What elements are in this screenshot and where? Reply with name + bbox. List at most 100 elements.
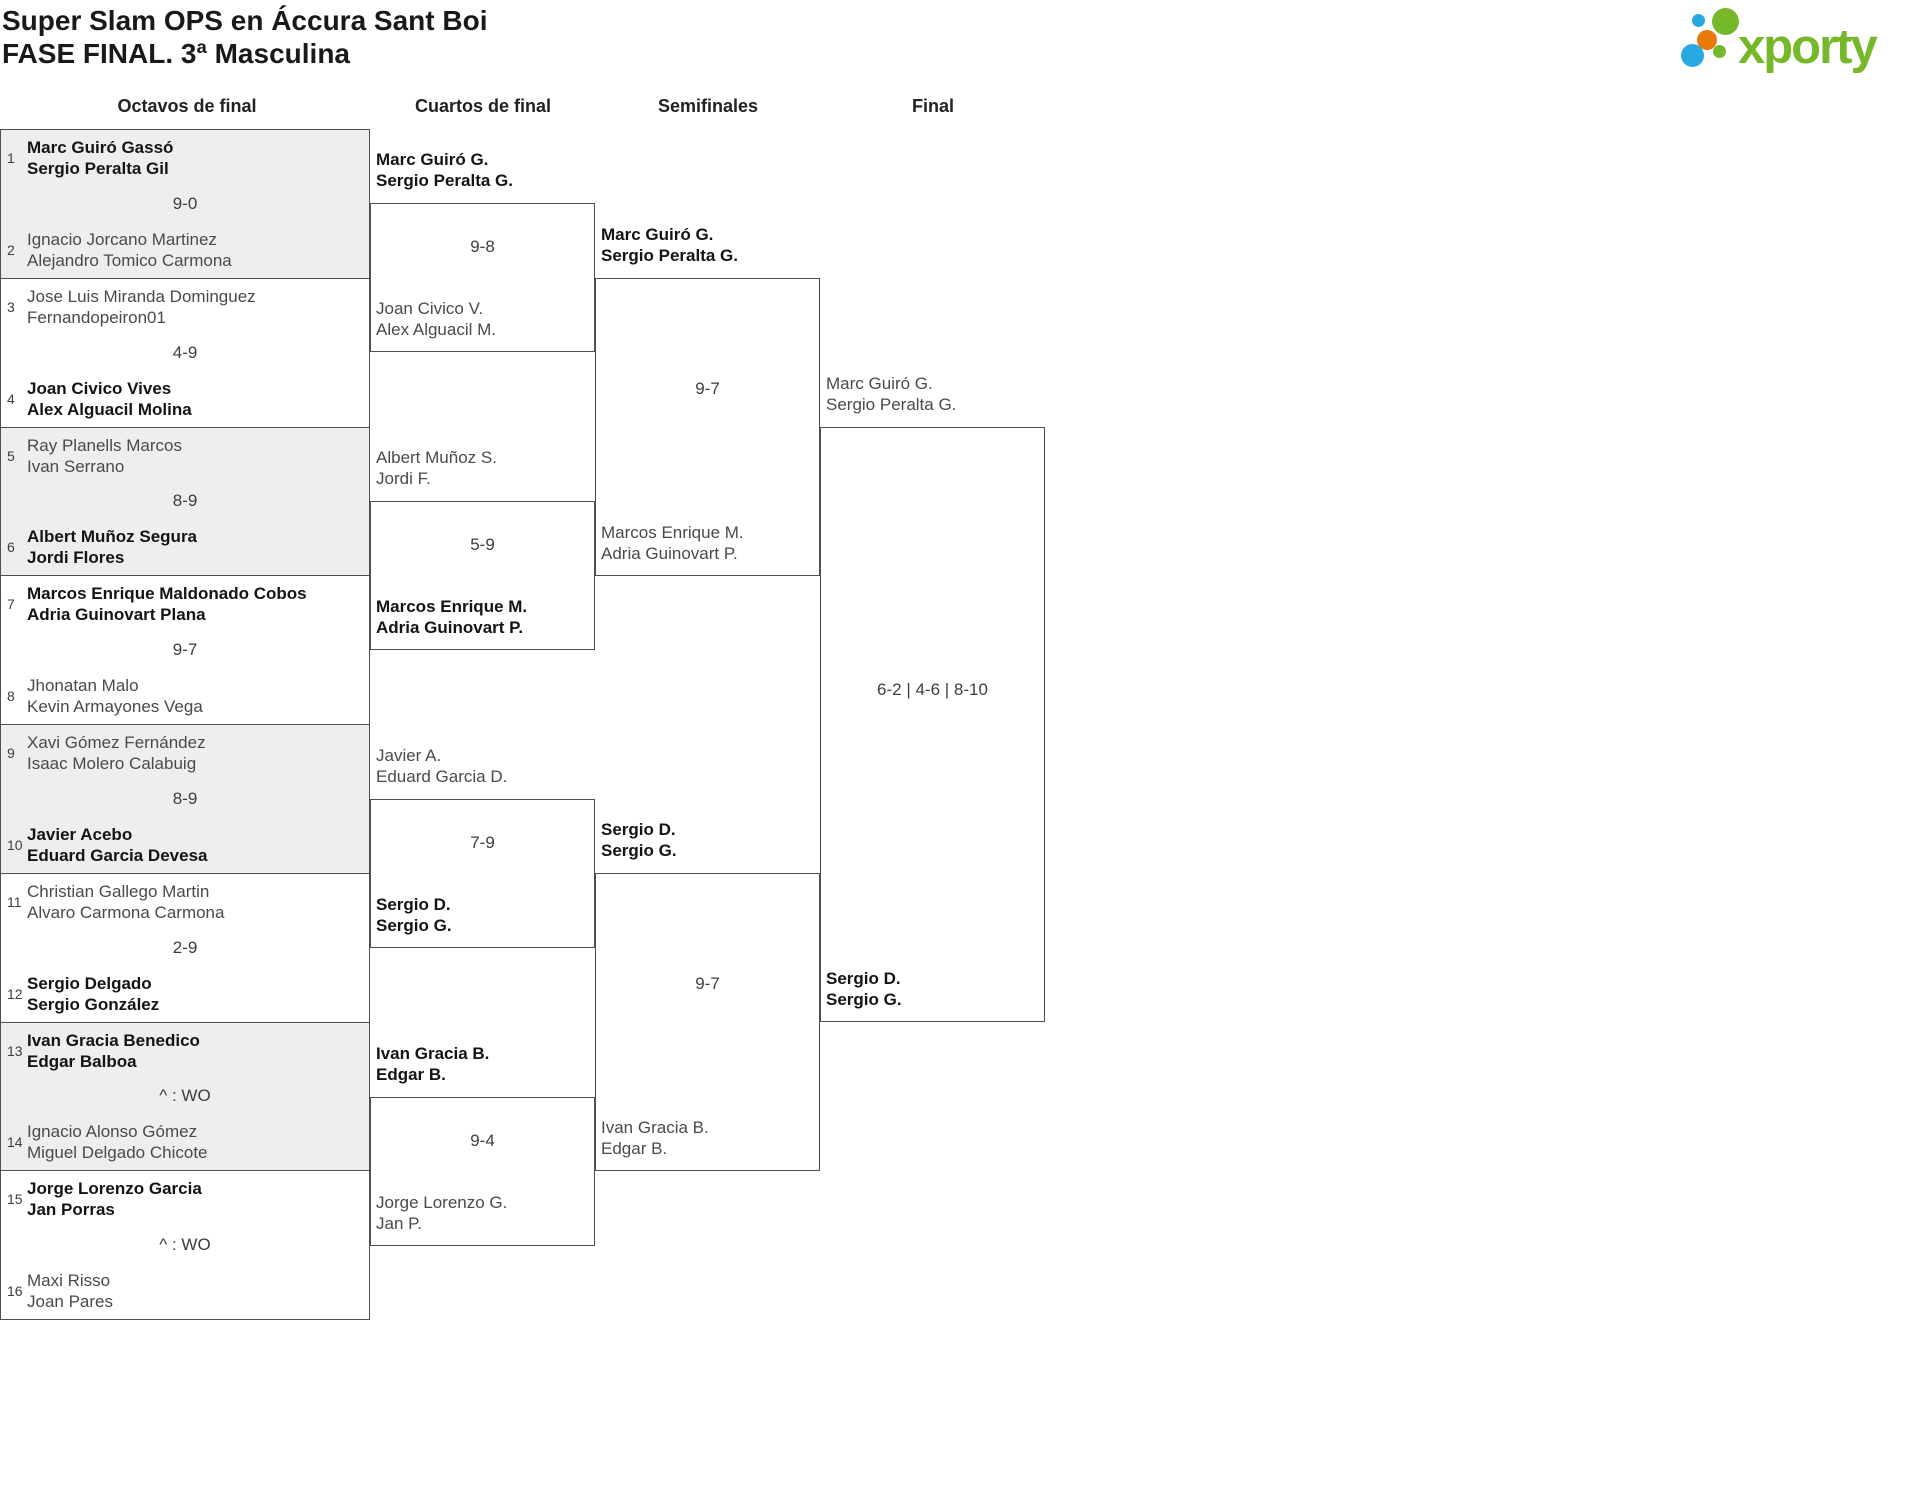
team-names: Albert Muñoz Segura Jordi Flores: [27, 526, 197, 568]
player-name: Ivan Gracia Benedico: [27, 1030, 200, 1050]
logo-dot-green-small: [1713, 45, 1726, 58]
team-entry: 7 Marcos Enrique Maldonado Cobos Adria G…: [7, 583, 363, 625]
player-name: Eduard Garcia D.: [376, 767, 508, 786]
quarterfinal-4-score: 9-4: [470, 1131, 495, 1150]
seed-number: 3: [7, 298, 15, 315]
r16-match-5: 9 Xavi Gómez Fernández Isaac Molero Cala…: [1, 725, 369, 874]
quarterfinal-1-team2: Joan Civico V. Alex Alguacil M.: [376, 298, 496, 340]
quarterfinal-4-box: [370, 1097, 595, 1246]
quarterfinal-2-team1: Albert Muñoz S. Jordi F.: [376, 447, 497, 489]
player-name: Marcos Enrique M.: [601, 523, 744, 542]
player-name: Marc Guiró G.: [601, 225, 714, 244]
player-name: Sergio González: [27, 994, 160, 1014]
match-score: 2-9: [172, 937, 198, 957]
player-name: Sergio D.: [376, 895, 451, 914]
quarterfinal-3-team2: Sergio D. Sergio G.: [376, 894, 452, 936]
seed-number: 10: [7, 836, 23, 853]
match-score: ^ : WO: [159, 1235, 211, 1255]
quarterfinal-3-box: [370, 799, 595, 948]
seed-number: 13: [7, 1042, 23, 1059]
seed-number: 6: [7, 539, 15, 556]
team-names: Maxi Risso Joan Pares: [27, 1270, 113, 1312]
r16-match-4: 7 Marcos Enrique Maldonado Cobos Adria G…: [1, 576, 369, 725]
phase-name: FASE FINAL. 3ª Masculina: [2, 38, 350, 69]
player-name: Kevin Armayones Vega: [27, 697, 203, 716]
quarterfinal-2-team2: Marcos Enrique M. Adria Guinovart P.: [376, 596, 527, 638]
player-name: Jan Porras: [27, 1200, 115, 1220]
player-name: Edgar Balboa: [27, 1051, 137, 1071]
r16-match-7: 13 Ivan Gracia Benedico Edgar Balboa ^ :…: [1, 1022, 369, 1172]
quarterfinal-1-box: [370, 203, 595, 352]
team-entry: 12 Sergio Delgado Sergio González: [7, 973, 363, 1015]
player-name: Sergio Delgado: [27, 973, 152, 993]
r16-match-2: 3 Jose Luis Miranda Dominguez Fernandope…: [1, 278, 369, 428]
semifinal-2-team1: Sergio D. Sergio G.: [601, 819, 677, 861]
seed-number: 2: [7, 241, 15, 258]
semifinal-2-team2: Ivan Gracia B. Edgar B.: [601, 1117, 709, 1159]
semifinal-1-score: 9-7: [695, 379, 720, 398]
player-name: Sergio Peralta G.: [601, 246, 738, 265]
player-name: Sergio Peralta Gil: [27, 159, 169, 178]
player-name: Alex Alguacil Molina: [27, 399, 192, 419]
player-name: Albert Muñoz S.: [376, 448, 497, 467]
player-name: Joan Civico Vives: [27, 378, 172, 398]
match-score: ^ : WO: [159, 1086, 211, 1106]
team-entry: 8 Jhonatan Malo Kevin Armayones Vega: [7, 675, 363, 717]
r16-match-1: 1 Marc Guiró Gassó Sergio Peralta Gil 9-…: [1, 130, 369, 279]
match-score: 8-9: [172, 788, 198, 808]
player-name: Marc Guiró Gassó: [27, 138, 174, 157]
logo-dot-orange: [1697, 30, 1717, 50]
quarterfinal-1-team1: Marc Guiró G. Sergio Peralta G.: [376, 149, 513, 191]
r16-match-8: 15 Jorge Lorenzo Garcia Jan Porras ^ : W…: [1, 1171, 369, 1319]
player-name: Isaac Molero Calabuig: [27, 754, 197, 773]
seed-number: 7: [7, 596, 15, 613]
team-entry: 15 Jorge Lorenzo Garcia Jan Porras: [7, 1178, 363, 1220]
quarterfinal-1-score: 9-8: [470, 237, 495, 256]
seed-number: 16: [7, 1283, 23, 1299]
player-name: Sergio Peralta G.: [826, 395, 957, 414]
seed-number: 11: [7, 893, 22, 910]
tournament-name: Super Slam OPS en Áccura Sant Boi: [2, 5, 488, 36]
player-name: Ray Planells Marcos: [27, 435, 182, 455]
logo-dot-green-large: [1712, 8, 1739, 35]
player-name: Edgar B.: [376, 1065, 446, 1084]
team-entry: 5 Ray Planells Marcos Ivan Serrano: [7, 435, 363, 477]
team-entry: 11 Christian Gallego Martin Alvaro Carmo…: [7, 881, 363, 923]
player-name: Adria Guinovart P.: [601, 544, 738, 563]
team-entry: 14 Ignacio Alonso Gómez Miguel Delgado C…: [7, 1121, 363, 1163]
seed-number: 8: [7, 688, 15, 704]
player-name: Sergio G.: [376, 916, 452, 935]
final-box: [820, 427, 1045, 1022]
player-name: Alex Alguacil M.: [376, 320, 496, 339]
final-score: 6-2 | 4-6 | 8-10: [877, 680, 988, 699]
xporty-logo[interactable]: xporty: [1680, 8, 1920, 80]
team-names: Jorge Lorenzo Garcia Jan Porras: [27, 1178, 202, 1220]
seed-number: 5: [7, 447, 15, 464]
team-names: Marcos Enrique Maldonado Cobos Adria Gui…: [27, 583, 307, 625]
player-name: Javier A.: [376, 746, 442, 765]
quarterfinal-2-score: 5-9: [470, 535, 495, 554]
player-name: Joan Civico V.: [376, 299, 484, 318]
page-title: Super Slam OPS en Áccura Sant Boi FASE F…: [2, 4, 487, 70]
r16-match-3: 5 Ray Planells Marcos Ivan Serrano 8-9 6…: [1, 427, 369, 577]
team-entry: 10 Javier Acebo Eduard Garcia Devesa: [7, 824, 363, 866]
player-name: Sergio D.: [601, 820, 676, 839]
player-name: Jan P.: [376, 1214, 423, 1233]
player-name: Marcos Enrique M.: [376, 597, 528, 616]
team-names: Sergio Delgado Sergio González: [27, 973, 159, 1015]
seed-number: 12: [7, 985, 23, 1002]
quarterfinal-3-team1: Javier A. Eduard Garcia D.: [376, 745, 507, 787]
team-entry: 2 Ignacio Jorcano Martinez Alejandro Tom…: [7, 229, 363, 271]
logo-wordmark: xporty: [1738, 20, 1878, 74]
team-entry: 9 Xavi Gómez Fernández Isaac Molero Cala…: [7, 732, 363, 774]
player-name: Maxi Risso: [27, 1271, 111, 1290]
team-entry: 1 Marc Guiró Gassó Sergio Peralta Gil: [7, 137, 363, 179]
player-name: Sergio G.: [601, 841, 677, 860]
player-name: Ivan Serrano: [27, 456, 125, 476]
player-name: Marc Guiró G.: [826, 374, 933, 393]
team-names: Ivan Gracia Benedico Edgar Balboa: [27, 1030, 200, 1072]
team-names: Ray Planells Marcos Ivan Serrano: [27, 435, 182, 477]
team-names: Jose Luis Miranda Dominguez Fernandopeir…: [27, 286, 256, 328]
team-entry: 13 Ivan Gracia Benedico Edgar Balboa: [7, 1030, 363, 1072]
semifinal-1-team2: Marcos Enrique M. Adria Guinovart P.: [601, 522, 744, 564]
